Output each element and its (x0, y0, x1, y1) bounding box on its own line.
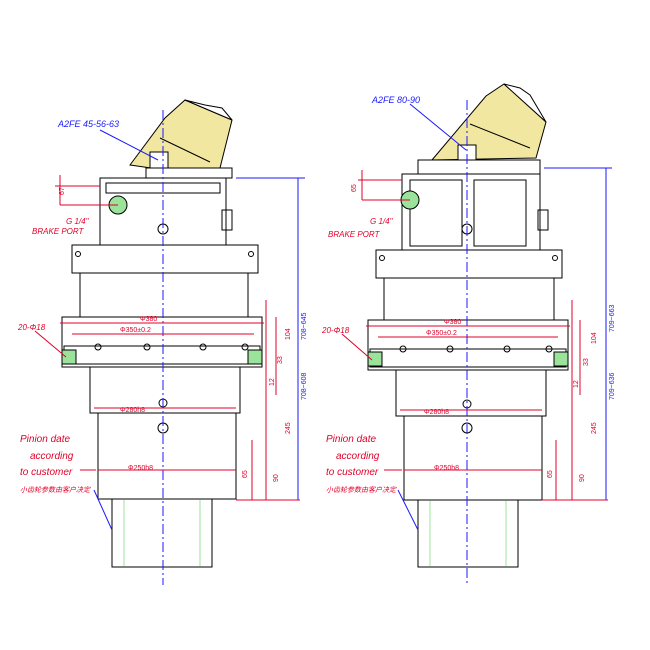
left-gearbox (34, 99, 305, 585)
right-motor-label: A2FE 80-90 (371, 95, 420, 105)
left-main-flange (61, 316, 263, 368)
right-dim-104: 104 (591, 332, 598, 344)
right-lower-body (403, 415, 543, 501)
right-top-flange (375, 249, 563, 279)
right-d-lower: Φ250h8 (434, 465, 459, 472)
left-pinion (111, 498, 213, 568)
right-dim-33: 33 (583, 358, 590, 366)
right-holes-label: 20-Φ18 (321, 326, 350, 335)
left-cn-note: 小齿轮参数由客户决定 (20, 486, 91, 494)
left-pinion-line-1: Pinion date (20, 434, 70, 445)
left-dim-104: 104 (285, 328, 292, 340)
right-h-lower: 709~636 (609, 372, 616, 400)
right-pinion-line-1: Pinion date (326, 434, 376, 445)
right-dim-245: 245 (591, 422, 598, 434)
left-d-lower: Φ250h8 (128, 465, 153, 472)
right-d-bolt: Φ350±0.2 (426, 330, 457, 337)
left-pinion-line-3: to customer (20, 467, 73, 478)
right-pilot (395, 369, 547, 417)
right-dim-12: 12 (573, 380, 580, 388)
right-d-pilot: Φ280h8 (424, 409, 449, 416)
right-h-total: 709~663 (609, 304, 616, 332)
left-port-label: G 1/4" (66, 217, 90, 226)
right-pinion-line-2: according (336, 451, 380, 462)
left-top-flange (71, 244, 259, 274)
right-motor-body (417, 83, 547, 175)
left-d-pilot: Φ280h8 (120, 407, 145, 414)
left-brake-label: BRAKE PORT (32, 227, 85, 236)
left-d-bolt: Φ350±0.2 (120, 327, 151, 334)
right-main-flange (367, 319, 569, 371)
right-upper-housing (401, 173, 541, 255)
right-pinion (417, 499, 519, 568)
right-brake-label: BRAKE PORT (328, 230, 381, 239)
right-pinion-line-3: to customer (326, 467, 379, 478)
right-gearbox (341, 83, 612, 585)
right-dim-90: 90 (579, 474, 586, 482)
left-h-total: 708~645 (301, 312, 308, 340)
left-dim-65: 65 (242, 470, 249, 478)
left-dim-12: 12 (269, 378, 276, 386)
left-motor-label: A2FE 45-56-63 (57, 119, 119, 129)
left-motor-body (129, 99, 233, 179)
right-cn-note: 小齿轮参数由客户决定 (326, 486, 397, 494)
left-d-outer: Φ380 (140, 316, 157, 323)
left-dim-90: 90 (273, 474, 280, 482)
left-labels: A2FE 45-56-63 G 1/4" BRAKE PORT 20-Φ18 Φ… (17, 119, 308, 494)
left-dim-top: 67 (59, 187, 66, 195)
right-labels: A2FE 80-90 G 1/4" BRAKE PORT 20-Φ18 Φ380… (321, 95, 616, 494)
right-dim-top: 65 (351, 184, 358, 192)
right-d-outer: Φ380 (444, 319, 461, 326)
left-dim-245: 245 (285, 422, 292, 434)
right-dim-65: 65 (547, 470, 554, 478)
left-holes-label: 20-Φ18 (17, 323, 46, 332)
left-lower-body (97, 412, 237, 500)
left-dim-33: 33 (277, 356, 284, 364)
right-port-label: G 1/4" (370, 217, 394, 226)
left-h-lower: 708~608 (301, 372, 308, 400)
left-pinion-line-2: according (30, 451, 74, 462)
